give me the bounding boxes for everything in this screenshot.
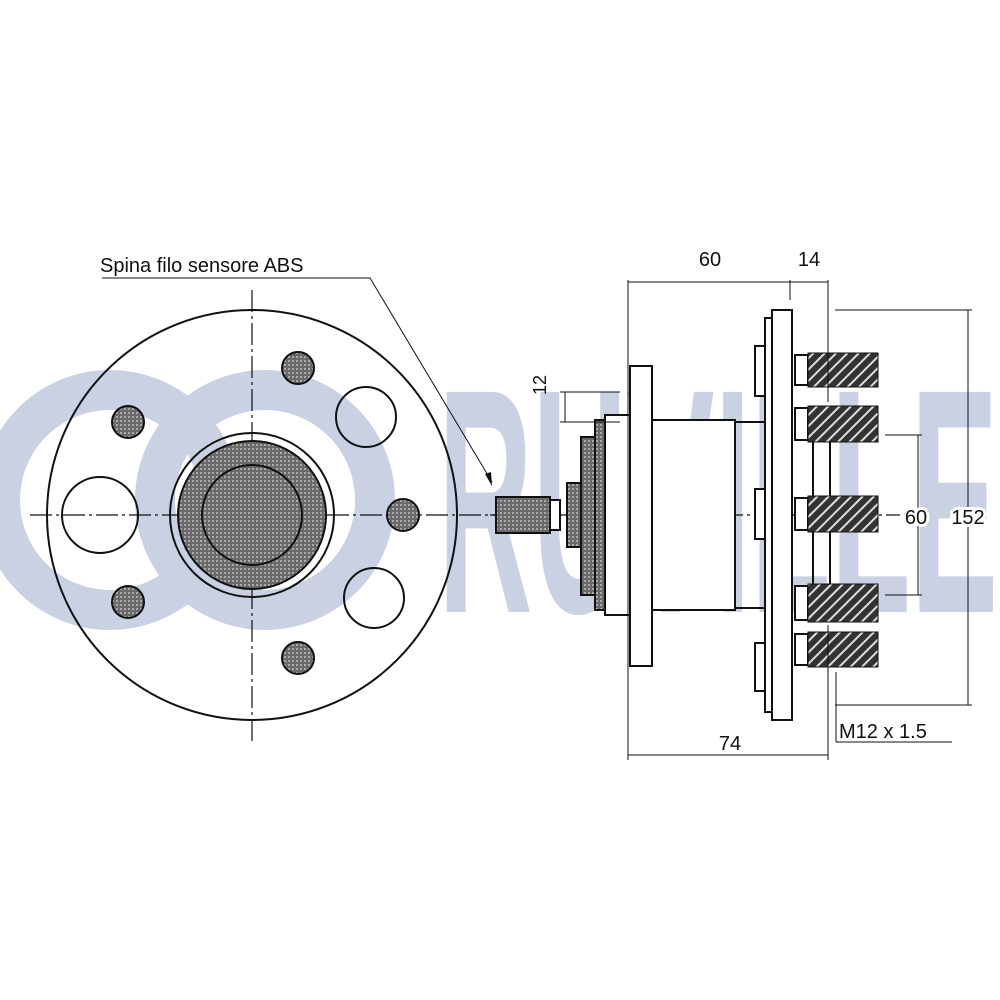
thread-spec: M12 x 1.5 — [839, 721, 927, 743]
wheel-flange — [771, 309, 793, 721]
abs-leader-line — [102, 277, 493, 483]
knuckle-flange — [629, 365, 653, 667]
hub-body — [651, 419, 736, 611]
bolt-hole — [61, 386, 405, 629]
dim-12: 12 — [530, 375, 550, 395]
wheel-stud — [794, 352, 879, 668]
stud — [111, 351, 420, 675]
abs-sensor-label: Spina filo sensore ABS — [100, 255, 303, 277]
dim-14: 14 — [798, 249, 820, 271]
hub-front-view — [30, 290, 500, 745]
hub-bore — [177, 440, 327, 590]
seal — [594, 419, 606, 611]
abs-sensor-plug — [495, 496, 551, 534]
flange-outline — [46, 309, 458, 721]
dimensions: 60 14 152 60 74 M12 x 1.5 12 — [530, 249, 988, 760]
dim-152: 152 — [951, 507, 984, 529]
dim-74: 74 — [719, 733, 741, 755]
dim-60-top: 60 — [699, 249, 721, 271]
hub-side-view — [490, 309, 900, 721]
dim-60-right: 60 — [905, 507, 927, 529]
